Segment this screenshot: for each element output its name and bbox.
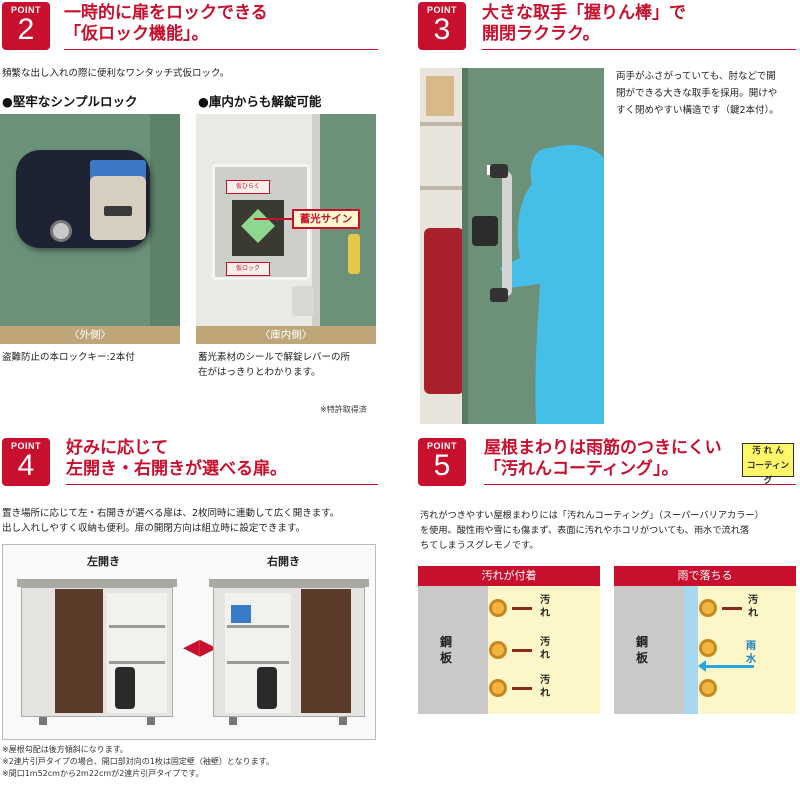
diagram-clean: 鋼板 汚れ 雨水 bbox=[614, 586, 796, 714]
point-4-badge: POINT 4 bbox=[2, 438, 50, 486]
desc-line: 在がはっきりとわかります。 bbox=[198, 367, 321, 378]
title-rule bbox=[484, 484, 796, 485]
handle-photo bbox=[420, 68, 604, 424]
desc-line: 置き場所に応じて左・右開きが選べる扉は、2枚同時に連動して広く開きます。 bbox=[2, 508, 340, 519]
left-open-label: 左開き bbox=[87, 555, 120, 568]
desc-line: 両手がふさがっていても、肘などで開 bbox=[616, 71, 776, 82]
right-open-label: 右開き bbox=[267, 555, 300, 568]
note-line: ※間口1m52cmから2m22cmが2連片引戸タイプです。 bbox=[2, 769, 204, 778]
steel-plate bbox=[614, 586, 684, 714]
dirt-label: 汚れ bbox=[540, 595, 550, 619]
p2-subtitle-lock: ●堅牢なシンプルロック bbox=[2, 94, 138, 109]
p4-notes: ※屋根勾配は後方傾斜になります。 ※2連片引戸タイプの場合、開口部対向の1枚は固… bbox=[2, 744, 274, 780]
title-line-1: 大きな取手「握りん棒」で bbox=[482, 3, 686, 23]
title-line-2: 開閉ラクラク。 bbox=[482, 24, 600, 44]
coating-logo: 汚 れ ん コーティング bbox=[742, 443, 794, 486]
grip-handle bbox=[502, 172, 512, 296]
desc-line: ちてしまうスグレモノです。 bbox=[420, 540, 539, 551]
p2-inside-desc: 蓄光素材のシールで解錠レバーの所 在がはっきりとわかります。 bbox=[198, 350, 350, 380]
title-rule bbox=[66, 484, 378, 485]
desc-line: 閉ができる大きな取手を採用。開けや bbox=[616, 88, 778, 99]
note-line: ※2連片引戸タイプの場合、開口部対向の1枚は固定壁（袖壁）となります。 bbox=[2, 757, 274, 766]
dirt-label: 汚れ bbox=[540, 675, 550, 699]
p2-outside-desc: 盗難防止の本ロックキー:2本付 bbox=[2, 352, 135, 363]
keyhole-icon bbox=[50, 220, 72, 242]
steel-label: 鋼板 bbox=[440, 635, 453, 665]
caption-inside: 〈庫内側〉 bbox=[196, 326, 376, 344]
title-rule bbox=[64, 49, 378, 50]
point-label: POINT bbox=[10, 5, 41, 15]
desc-line: 蓄光素材のシールで解錠レバーの所 bbox=[198, 352, 351, 363]
p2-intro: 頻繁な出し入れの際に便利なワンタッチ式仮ロック。 bbox=[2, 68, 230, 79]
diagram-dirty: 鋼板 汚れ 汚れ 汚れ bbox=[418, 586, 600, 714]
title-line-1: 屋根まわりは雨筋のつきにくい bbox=[484, 438, 722, 458]
note-line: ※屋根勾配は後方傾斜になります。 bbox=[2, 745, 128, 754]
title-line-1: 好みに応じて bbox=[66, 438, 168, 458]
point-number: 2 bbox=[17, 13, 35, 46]
desc-line: を使用。酸性雨や雪にも傷まず、表面に汚れやホコリがついても、雨水で流れ落 bbox=[420, 525, 750, 536]
patent-note: ※特許取得済 bbox=[320, 405, 367, 414]
steel-plate bbox=[418, 586, 488, 714]
logo-line-2: コーティング bbox=[747, 461, 789, 486]
desc-line: 出し入れしやすく収納も便利。扉の開閉方向は組立時に設定できます。 bbox=[2, 523, 305, 534]
arrow-icon bbox=[512, 649, 532, 652]
point-3-badge: POINT 3 bbox=[418, 2, 466, 50]
point-number: 4 bbox=[17, 449, 35, 482]
title-rule bbox=[482, 49, 796, 50]
right-door bbox=[301, 589, 351, 713]
point-4-title: 好みに応じて 左開き・右開きが選べる扉。 bbox=[66, 438, 287, 480]
lock-unit bbox=[472, 216, 498, 246]
left-door bbox=[55, 589, 103, 713]
dirt-icon bbox=[488, 678, 508, 698]
arrow-icon bbox=[512, 607, 532, 610]
caption-outside: 〈外側〉 bbox=[0, 326, 180, 344]
person-silhouette bbox=[500, 145, 604, 424]
point-3-title: 大きな取手「握りん棒」で 開閉ラクラク。 bbox=[482, 3, 686, 45]
desc-line: 汚れがつきやすい屋根まわりには「汚れんコーティング」（スーパーバリアカラー） bbox=[420, 510, 764, 521]
p5-desc: 汚れがつきやすい屋根まわりには「汚れんコーティング」（スーパーバリアカラー） を… bbox=[420, 508, 764, 553]
dirt-icon bbox=[488, 640, 508, 660]
point-5-title: 屋根まわりは雨筋のつきにくい 「汚れんコーティング」。 bbox=[484, 438, 722, 480]
rain-label: 雨水 bbox=[746, 641, 756, 665]
title-line-1: 一時的に扉をロックできる bbox=[64, 3, 268, 23]
p4-desc: 置き場所に応じて左・右開きが選べる扉は、2枚同時に連動して広く開きます。 出し入… bbox=[2, 506, 339, 536]
point-5-badge: POINT 5 bbox=[418, 438, 466, 486]
swap-arrow-icon: ◀▶ bbox=[183, 635, 217, 660]
point-number: 5 bbox=[433, 449, 451, 482]
p2-subtitle-inside: ●庫内からも解錠可能 bbox=[198, 94, 322, 109]
arrow-icon bbox=[512, 687, 532, 690]
point-2-badge: POINT 2 bbox=[2, 2, 50, 50]
point-label: POINT bbox=[426, 5, 457, 15]
arrow-icon bbox=[722, 607, 742, 610]
desc-line: すく閉めやすい構造です（鍵2本付）。 bbox=[616, 105, 779, 116]
suitcase bbox=[424, 228, 464, 394]
dirt-icon bbox=[698, 678, 718, 698]
callout-line bbox=[254, 218, 298, 220]
dirt-icon bbox=[698, 598, 718, 618]
title-line-2: 左開き・右開きが選べる扉。 bbox=[66, 459, 287, 479]
door-comparison-photo: 左開き 右開き ◀▶ bbox=[2, 544, 376, 740]
title-line-2: 「汚れんコーティング」。 bbox=[484, 459, 679, 479]
outer-lock-photo bbox=[0, 114, 180, 326]
point-label: POINT bbox=[10, 441, 41, 451]
luminous-callout: 蓄光サイン bbox=[292, 209, 360, 229]
water-film bbox=[684, 586, 698, 714]
diagram-dirty-header: 汚れが付着 bbox=[418, 566, 600, 586]
dirt-label: 汚れ bbox=[748, 595, 758, 619]
steel-label: 鋼板 bbox=[636, 635, 649, 665]
dirt-label: 汚れ bbox=[540, 637, 550, 661]
sticker-lock: 仮ロック bbox=[226, 262, 270, 276]
logo-line-1: 汚 れ ん bbox=[752, 446, 784, 456]
point-label: POINT bbox=[426, 441, 457, 451]
point-number: 3 bbox=[433, 13, 451, 46]
dirt-icon bbox=[488, 598, 508, 618]
dirt-icon bbox=[698, 638, 718, 658]
p3-desc: 両手がふさがっていても、肘などで開 閉ができる大きな取手を採用。開けや すく閉め… bbox=[616, 68, 779, 119]
point-2-title: 一時的に扉をロックできる 「仮ロック機能」。 bbox=[64, 3, 268, 45]
rain-arrow-icon bbox=[704, 665, 754, 668]
diagram-clean-header: 雨で落ちる bbox=[614, 566, 796, 586]
sticker-open: 仮ひらく bbox=[226, 180, 270, 194]
title-line-2: 「仮ロック機能」。 bbox=[64, 24, 209, 44]
